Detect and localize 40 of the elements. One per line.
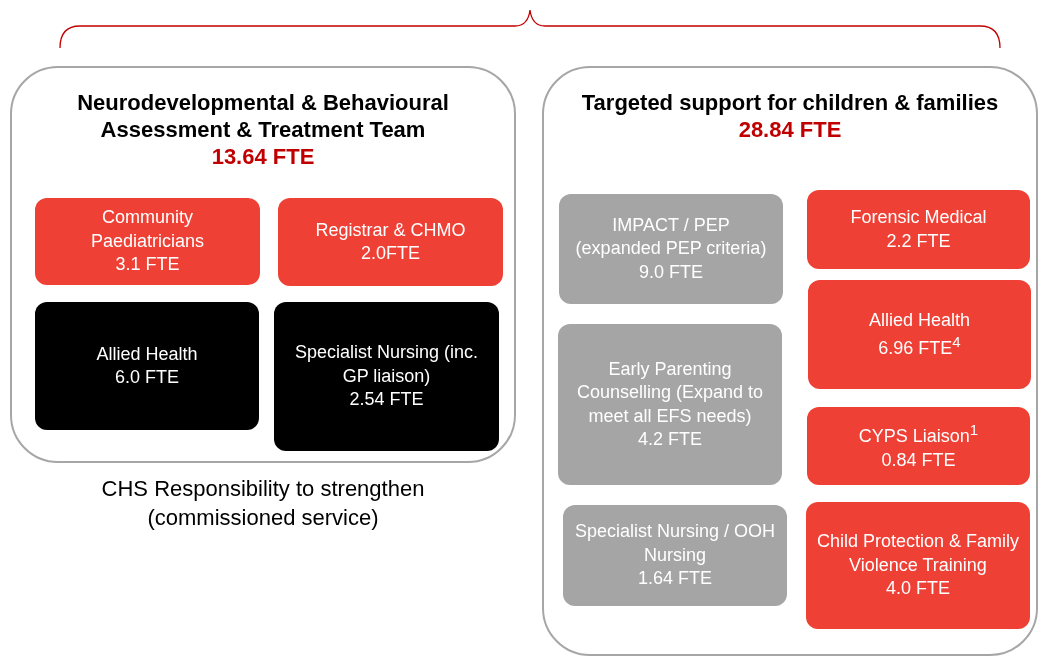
service-box xyxy=(808,280,1031,389)
service-name: Allied Health xyxy=(868,308,971,332)
service-name: IMPACT / PEP (expanded PEP criteria) xyxy=(574,213,768,261)
fte-value: 4.0 FTE xyxy=(886,577,950,601)
fte-total: 28.84 FTE xyxy=(738,116,842,144)
team-panel xyxy=(10,66,516,463)
service-box xyxy=(35,302,259,430)
service-box xyxy=(807,190,1030,269)
service-box xyxy=(558,324,782,485)
service-name: Registrar & CHMO xyxy=(315,218,466,242)
service-box xyxy=(559,194,783,304)
service-name: Specialist Nursing (inc. GP liaison) xyxy=(293,341,480,388)
service-box xyxy=(274,302,499,451)
fte-value: 2.0FTE xyxy=(361,242,420,265)
service-name: Specialist Nursing / OOH Nursing xyxy=(573,520,777,567)
fte-value: 0.84 FTE xyxy=(881,448,956,472)
service-name: Allied Health xyxy=(96,342,198,366)
fte-value: 2.2 FTE xyxy=(886,229,951,253)
service-box xyxy=(807,407,1030,485)
service-box xyxy=(35,198,260,285)
service-name: Early Parenting Counselling (Expand to meet all EFS needs) xyxy=(575,357,765,428)
fte-value: 9.0 FTE xyxy=(639,260,703,284)
fte-value: 1.64 FTE xyxy=(638,567,712,591)
note-text: CHS Responsibility to strengthen (commissioned service) xyxy=(100,475,426,532)
panel-heading: Neurodevelopmental & Behavioural Assessment & Treatment Team xyxy=(76,90,450,144)
service-box xyxy=(806,502,1030,629)
service-box xyxy=(278,198,503,286)
panel-heading: Targeted support for children & families xyxy=(580,90,1000,117)
team-panel xyxy=(542,66,1038,656)
service-name: Community Paediatricians xyxy=(89,206,206,253)
service-box xyxy=(563,505,787,606)
fte-value: 4.2 FTE xyxy=(638,427,702,451)
service-name: CYPS Liaison$^{1}$ xyxy=(858,420,979,449)
service-name: Child Protection & Family Violence Training xyxy=(816,530,1020,577)
fte-total: 13.64 FTE xyxy=(211,143,315,171)
fte-value: 2.54 FTE xyxy=(349,388,424,412)
service-name: Forensic Medical xyxy=(850,206,987,230)
fte-value: 6.96 FTE$^{4}$ xyxy=(878,332,961,360)
fte-value: 3.1 FTE xyxy=(115,253,180,277)
fte-value: 6.0 FTE xyxy=(115,366,179,389)
